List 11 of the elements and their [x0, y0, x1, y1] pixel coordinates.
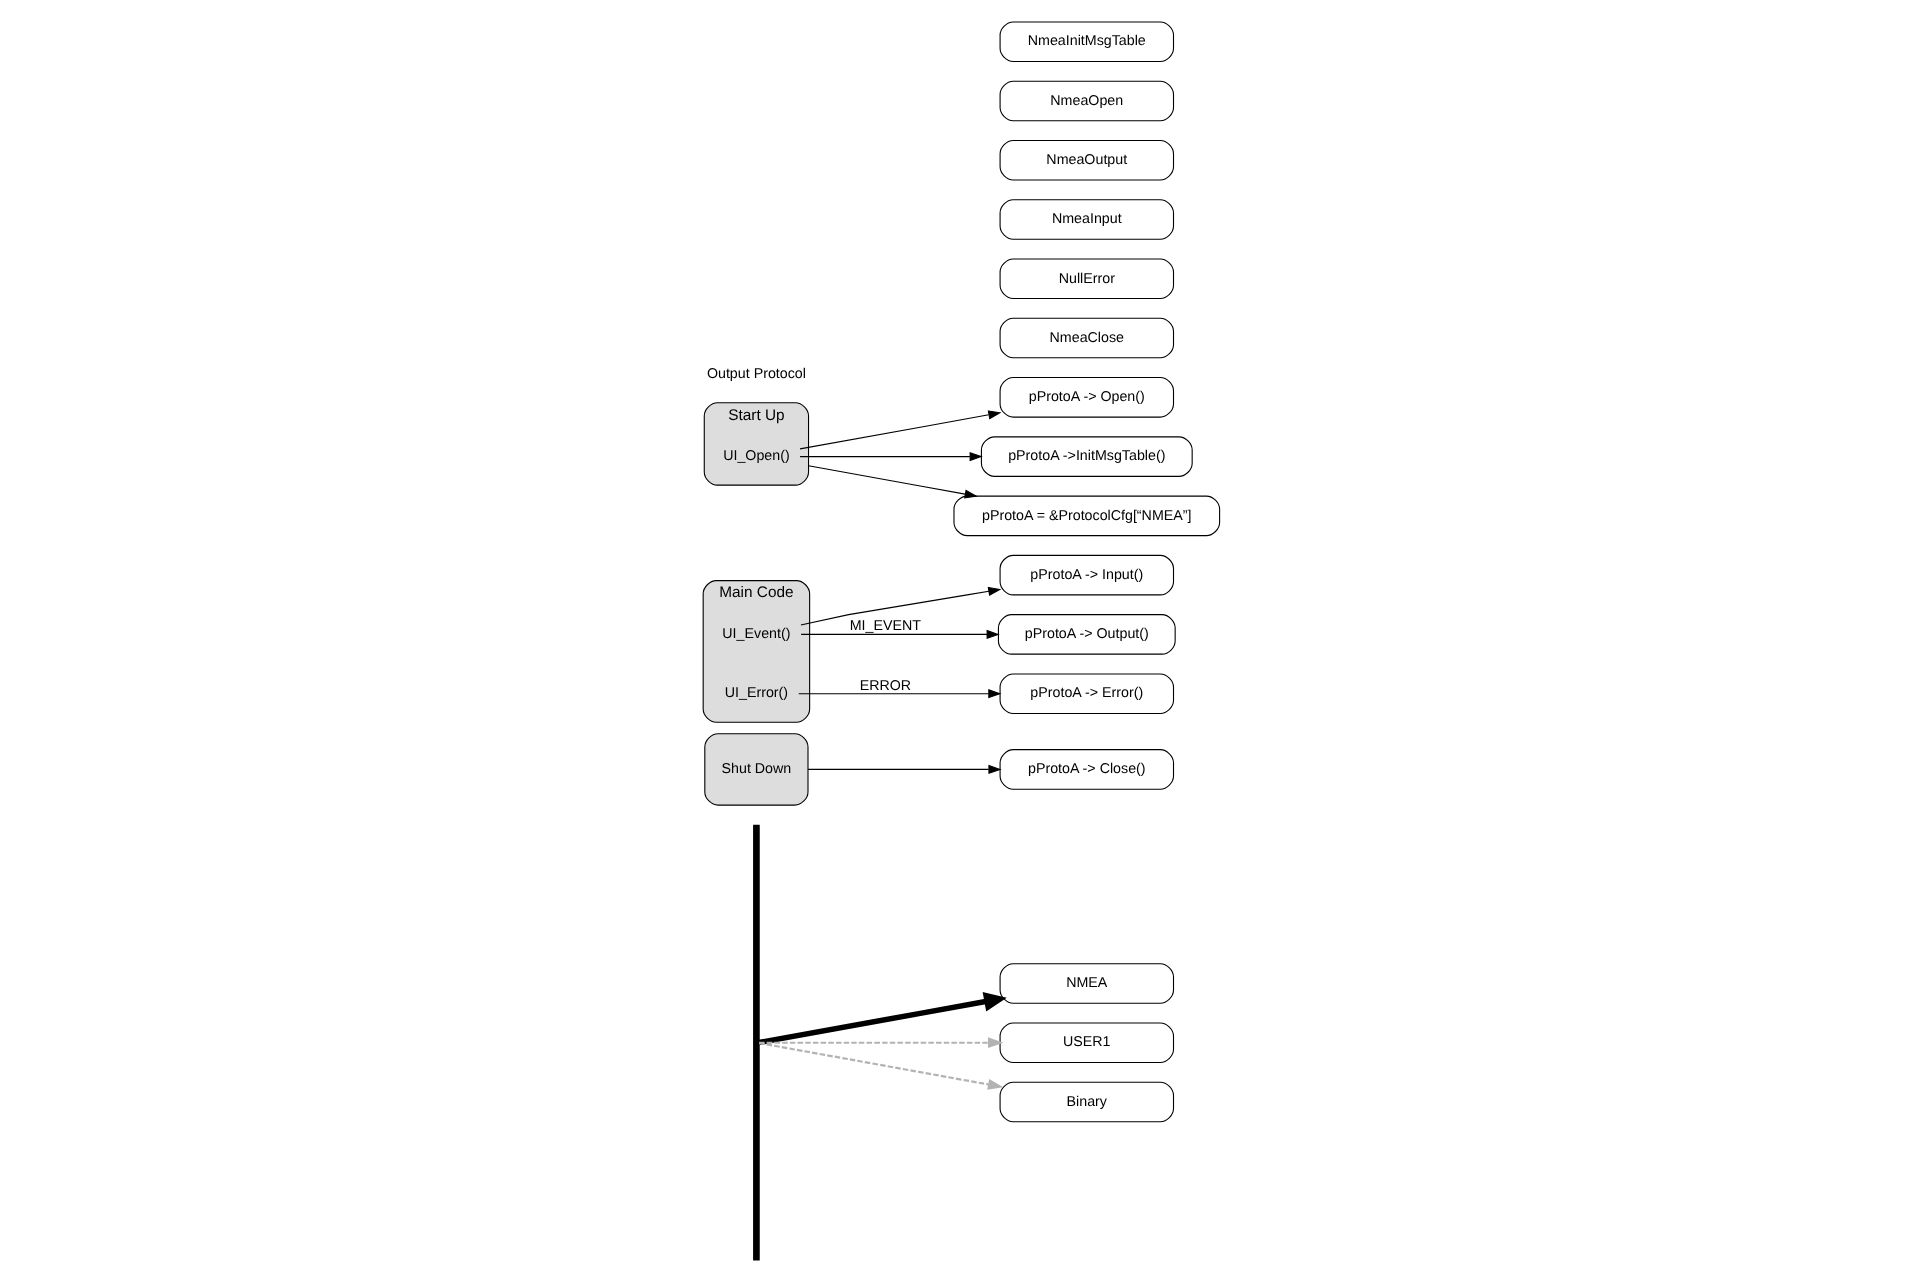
arrow [758, 1037, 1003, 1049]
arrow [757, 991, 1006, 1046]
node-bracket [752, 824, 759, 1261]
arrow [807, 465, 977, 499]
arrow [798, 410, 1001, 450]
arrow [806, 764, 1001, 775]
arrow [797, 689, 1001, 699]
arrow [799, 629, 999, 640]
arrow [798, 452, 982, 462]
arrow [799, 586, 1001, 626]
arrow [758, 1041, 1003, 1090]
